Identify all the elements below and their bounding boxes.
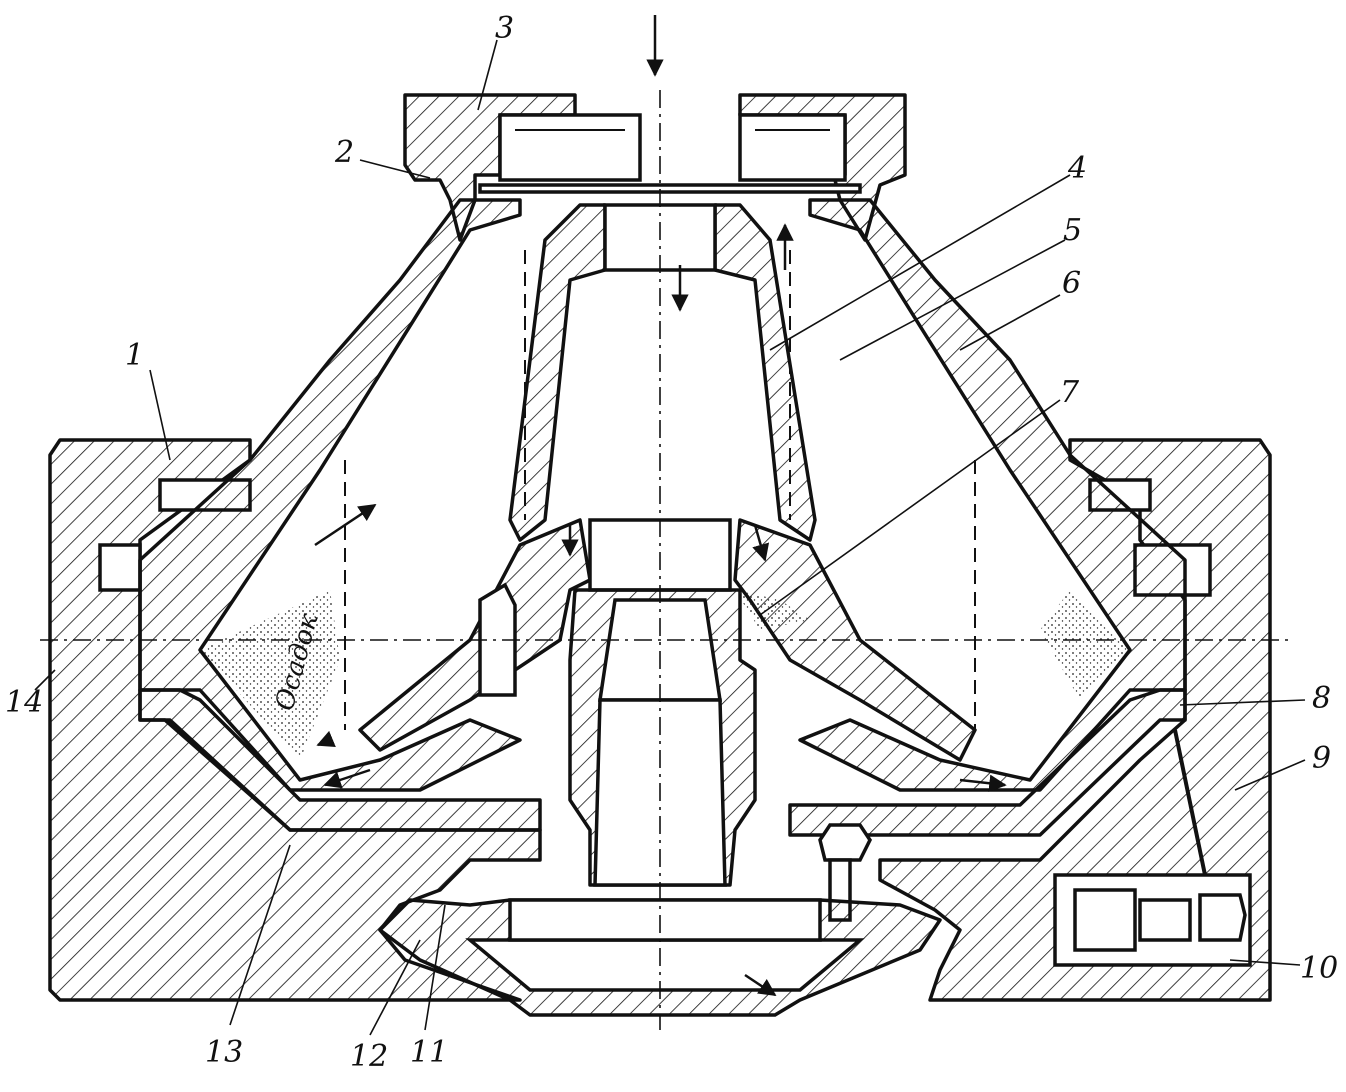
callout-4: 4: [1067, 151, 1087, 186]
distributor: [358, 518, 977, 887]
callout-10: 10: [1300, 951, 1338, 986]
rotor-body: [138, 198, 1187, 792]
callout-7: 7: [1060, 375, 1080, 410]
sediment-region: [200, 590, 1130, 760]
callout-9: 9: [1312, 741, 1331, 776]
callout-11: 11: [410, 1035, 448, 1070]
flow-arrows: [314, 15, 1007, 997]
callout-3: 3: [495, 11, 514, 46]
callout-8: 8: [1312, 681, 1331, 716]
callout-leaders: [34, 39, 1306, 1036]
callout-1: 1: [125, 338, 144, 373]
callout-5: 5: [1063, 213, 1082, 248]
callout-12: 12: [350, 1039, 388, 1074]
filter-screens: [344, 250, 976, 730]
callouts: 1 2 3 4 5 6 7 8 9 10 11 12 13 14: [5, 11, 1338, 1074]
inner-cone: [508, 203, 817, 542]
callout-13: 13: [205, 1035, 243, 1070]
callout-2: 2: [334, 135, 354, 170]
top-cap: [403, 93, 907, 242]
callout-14: 14: [5, 685, 43, 720]
valve-assembly: [1053, 729, 1252, 967]
collector-bowl: [138, 688, 1187, 837]
callout-6: 6: [1062, 266, 1081, 301]
bolt-left: [478, 582, 517, 697]
